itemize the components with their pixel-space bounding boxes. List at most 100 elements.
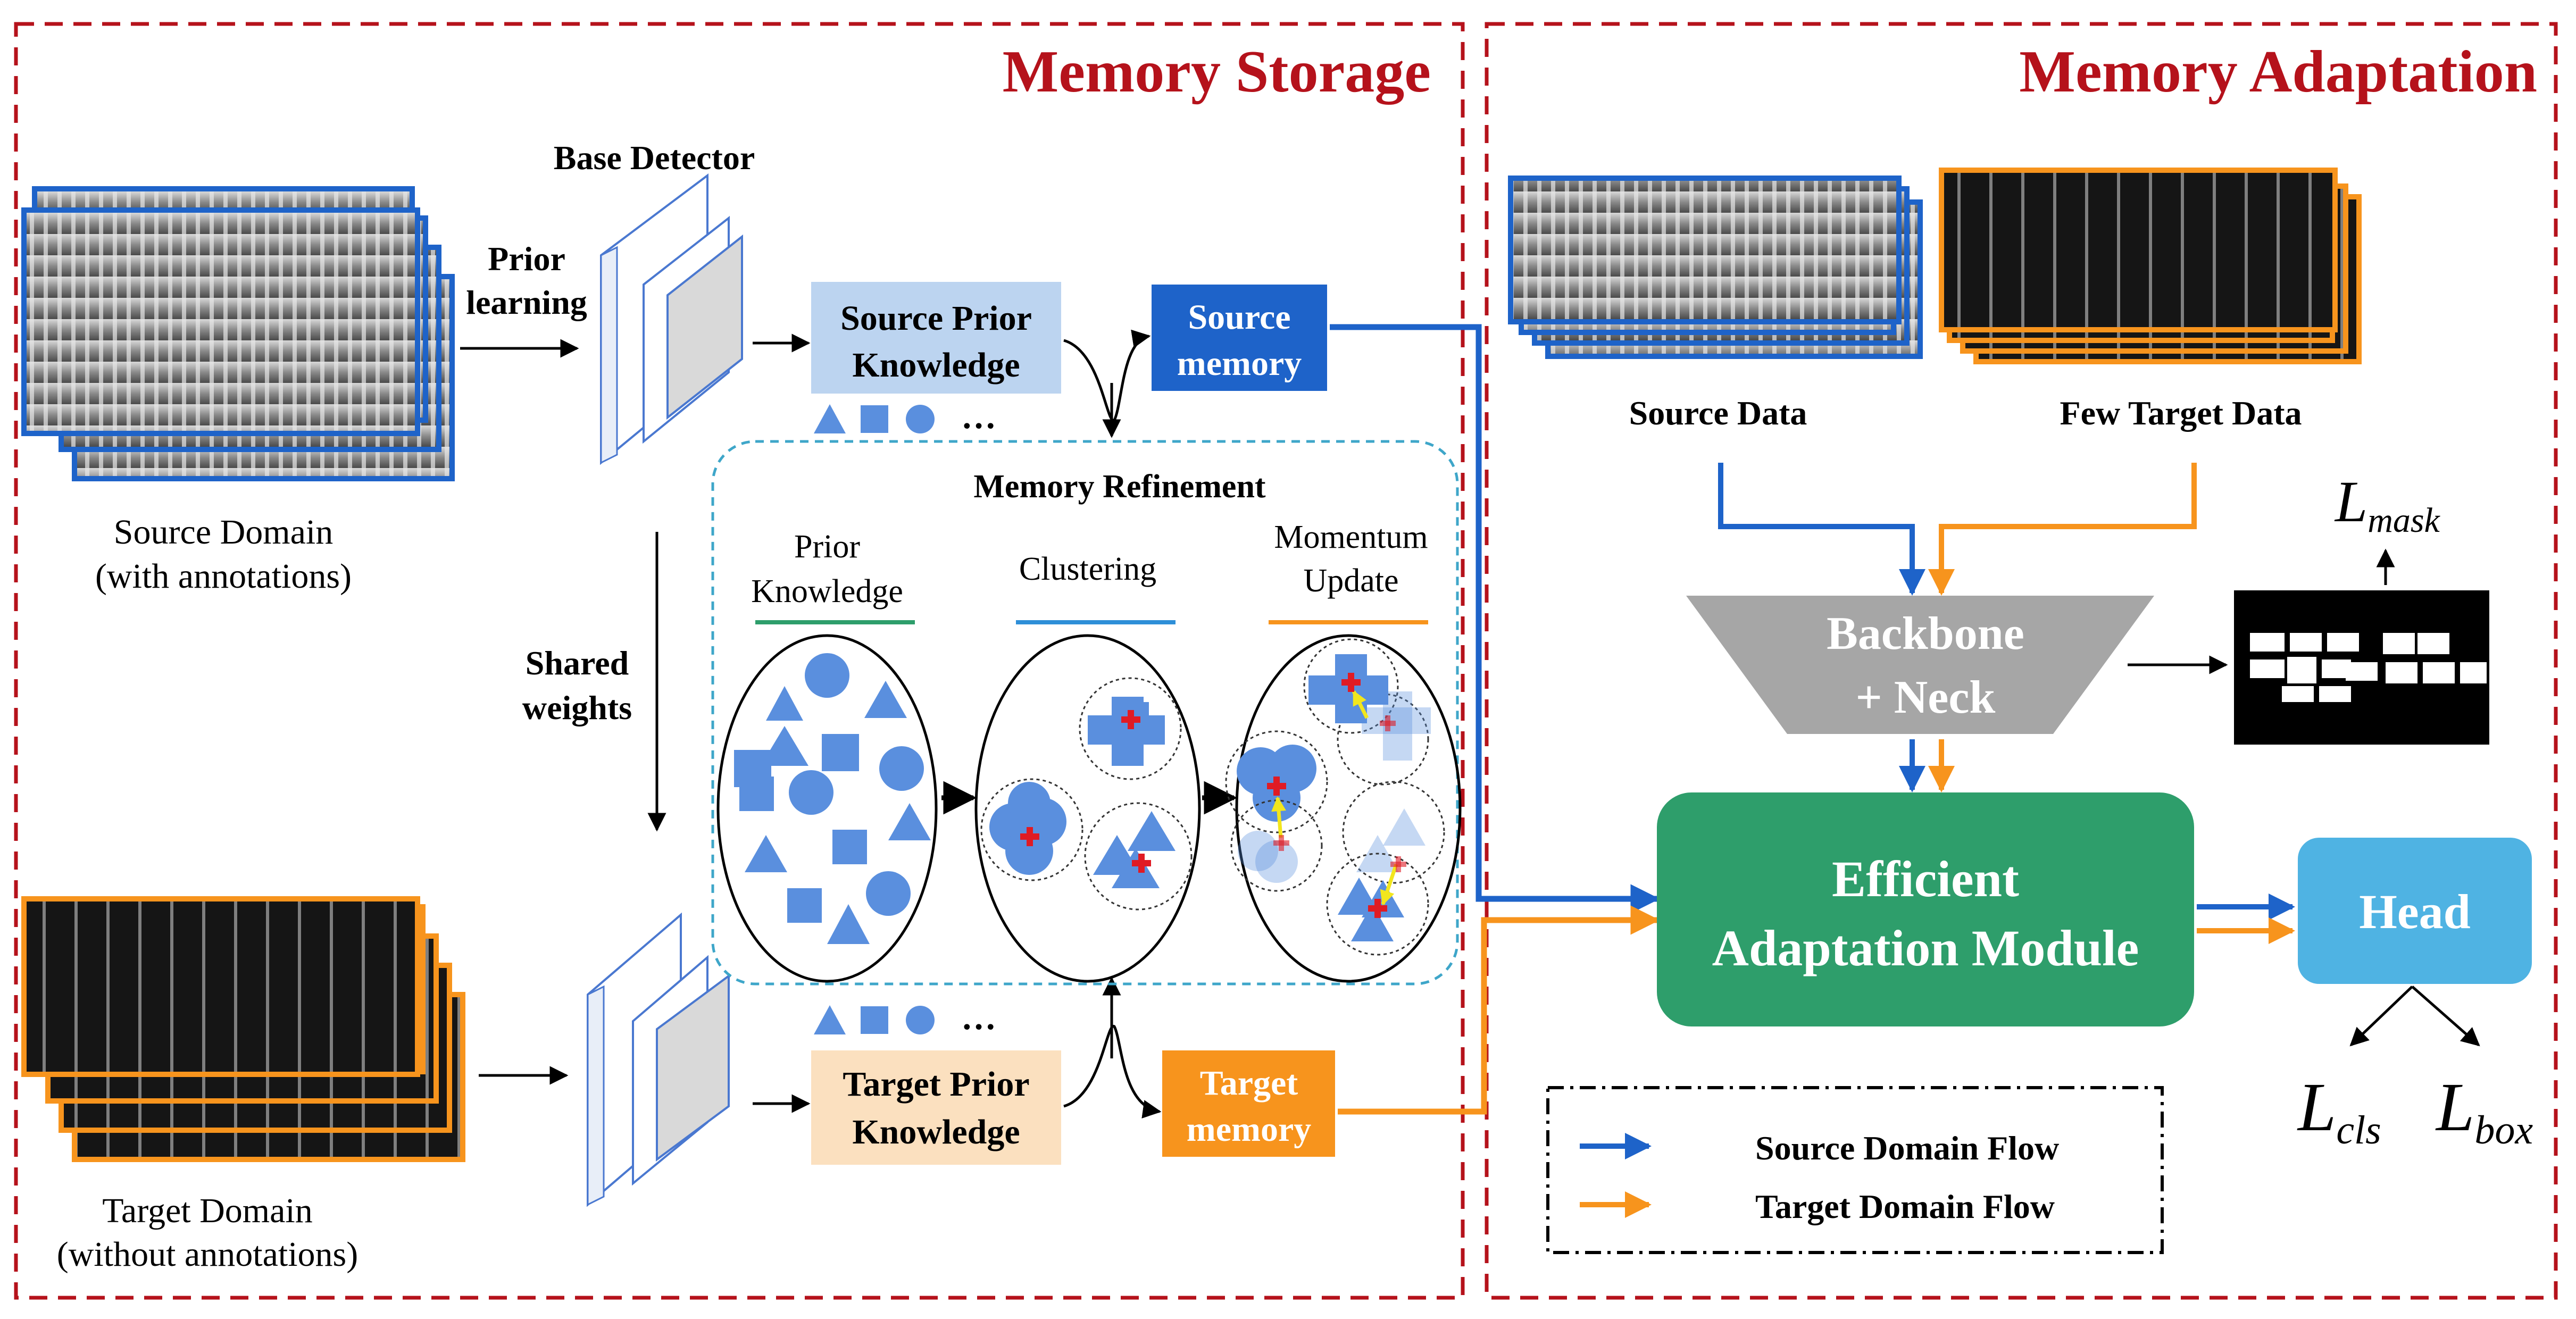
source-flow-legend-label: Source Domain Flow (1755, 1129, 2059, 1167)
head-to-cls-arrow (2349, 986, 2413, 1047)
memory-refinement-box (711, 440, 1459, 986)
triangle-icon (827, 904, 870, 944)
base-detector-label: Base Detector (554, 139, 755, 177)
triangle-icon (766, 686, 803, 721)
source-data-label: Source Data (1629, 394, 1807, 432)
target-domain-annotation-label: (without annotations) (57, 1235, 358, 1274)
target-detector-network (587, 912, 730, 1207)
ellipsis-text: … (961, 397, 996, 436)
shared-weights-label: Shared (526, 644, 629, 682)
momentum-column-label-2: Update (1303, 563, 1398, 599)
few-target-data-label: Few Target Data (2060, 394, 2302, 432)
circle-icon (906, 405, 935, 433)
square-icon (861, 1006, 888, 1034)
memory-refinement-title: Memory Refinement (973, 469, 1266, 505)
target-prior-label-2: Knowledge (852, 1113, 1020, 1151)
scattered-shapes (734, 653, 931, 944)
cls-loss-label: Lcls (2297, 1069, 2381, 1153)
square-icon (787, 888, 822, 923)
head-to-box-arrow (2411, 986, 2480, 1047)
module-label: Efficient (1832, 850, 2019, 907)
backbone-neck-block (1686, 596, 2154, 734)
memory-adaptation-section (1485, 22, 2558, 1300)
target-memory-box (1162, 1050, 1335, 1157)
target-memory-label: Target (1200, 1064, 1298, 1103)
cls-loss-symbol: L (2297, 1069, 2336, 1146)
source-prior-shapes: … (814, 397, 996, 436)
target-prior-to-memory-arrow (1063, 1025, 1162, 1118)
source-prior-label: Source Prior (840, 299, 1032, 338)
clusters (980, 677, 1193, 911)
target-data-flow-line (1928, 463, 2197, 596)
backbone-label: Backbone (1827, 608, 2024, 660)
yellow-arrow-icon (1271, 690, 1398, 906)
prior-knowledge-ellipse (716, 634, 938, 983)
head-label: Head (2359, 884, 2471, 939)
prior-knowledge-column-label: Prior (794, 529, 860, 565)
triangle-icon (814, 404, 846, 433)
mask-loss-symbol: L (2334, 469, 2367, 534)
circle-icon (789, 770, 833, 815)
box-loss-subscript: box (2474, 1108, 2533, 1153)
memory-storage-title: Memory Storage (1003, 39, 1431, 105)
square-icon (832, 830, 867, 864)
target-prior-label: Target Prior (843, 1065, 1029, 1104)
circle-icon (879, 746, 924, 791)
cross-icon (1267, 673, 1406, 918)
source-memory-label-2: memory (1177, 344, 1302, 383)
target-memory-label-2: memory (1187, 1110, 1312, 1149)
module-label-2: Adaptation Module (1712, 920, 2139, 976)
source-prior-to-memory-arrow (1063, 329, 1151, 422)
source-domain-label: Source Domain (114, 513, 333, 552)
flow-legend-box (1546, 1086, 2164, 1254)
momentum-ellipse (1235, 634, 1462, 983)
source-data-flow-line (1718, 463, 1925, 596)
source-memory-box (1152, 285, 1327, 391)
circle-icon (866, 871, 911, 916)
prior-learning-label-2: learning (466, 283, 587, 321)
mask-loss-label: Lmask (2334, 469, 2441, 540)
circle-icon (906, 1006, 935, 1034)
triangle-icon (745, 835, 787, 872)
triangle-icon (888, 803, 931, 840)
cls-loss-subscript: cls (2336, 1108, 2381, 1153)
square-icon (739, 777, 774, 811)
target-flow-legend-label: Target Domain Flow (1755, 1188, 2055, 1225)
momentum-column-label: Momentum (1274, 519, 1428, 555)
source-domain-image-stack (21, 186, 455, 481)
target-memory-flow-line (1338, 905, 1660, 1115)
memory-adaptation-title: Memory Adaptation (2019, 39, 2537, 105)
neck-label: + Neck (1856, 672, 1996, 723)
momentum-clusters (1225, 638, 1445, 956)
few-target-data-image-stack (1939, 168, 2362, 364)
source-prior-label-2: Knowledge (852, 346, 1020, 385)
target-prior-knowledge-box (811, 1050, 1061, 1165)
efficient-adaptation-module (1657, 792, 2194, 1026)
cross-icon (1020, 710, 1151, 873)
prior-learning-label: Prior (488, 240, 565, 278)
clustering-column-label: Clustering (1019, 551, 1156, 587)
triangle-icon (814, 1005, 846, 1034)
square-icon (822, 734, 859, 771)
square-icon (861, 405, 888, 433)
base-detector-network (600, 173, 743, 465)
triangle-icon (864, 681, 907, 718)
ellipsis-text: … (961, 998, 996, 1037)
source-memory-label: Source (1188, 298, 1290, 337)
box-loss-label: Lbox (2435, 1069, 2533, 1153)
triangle-icon (761, 726, 808, 766)
head-block (2298, 838, 2532, 984)
source-memory-flow-line (1330, 324, 1660, 914)
clustering-ellipse (974, 634, 1201, 983)
box-loss-symbol: L (2435, 1069, 2474, 1146)
circle-icon (805, 653, 849, 698)
prior-knowledge-column-label-2: Knowledge (751, 573, 903, 610)
target-prior-shapes: … (814, 998, 996, 1037)
shared-weights-label-2: weights (522, 689, 632, 727)
source-domain-annotation-label: (with annotations) (95, 557, 352, 596)
memory-storage-section (14, 22, 1465, 1300)
mask-loss-subscript: mask (2367, 501, 2440, 540)
source-data-image-stack (1508, 176, 1923, 359)
source-prior-knowledge-box (811, 282, 1061, 394)
